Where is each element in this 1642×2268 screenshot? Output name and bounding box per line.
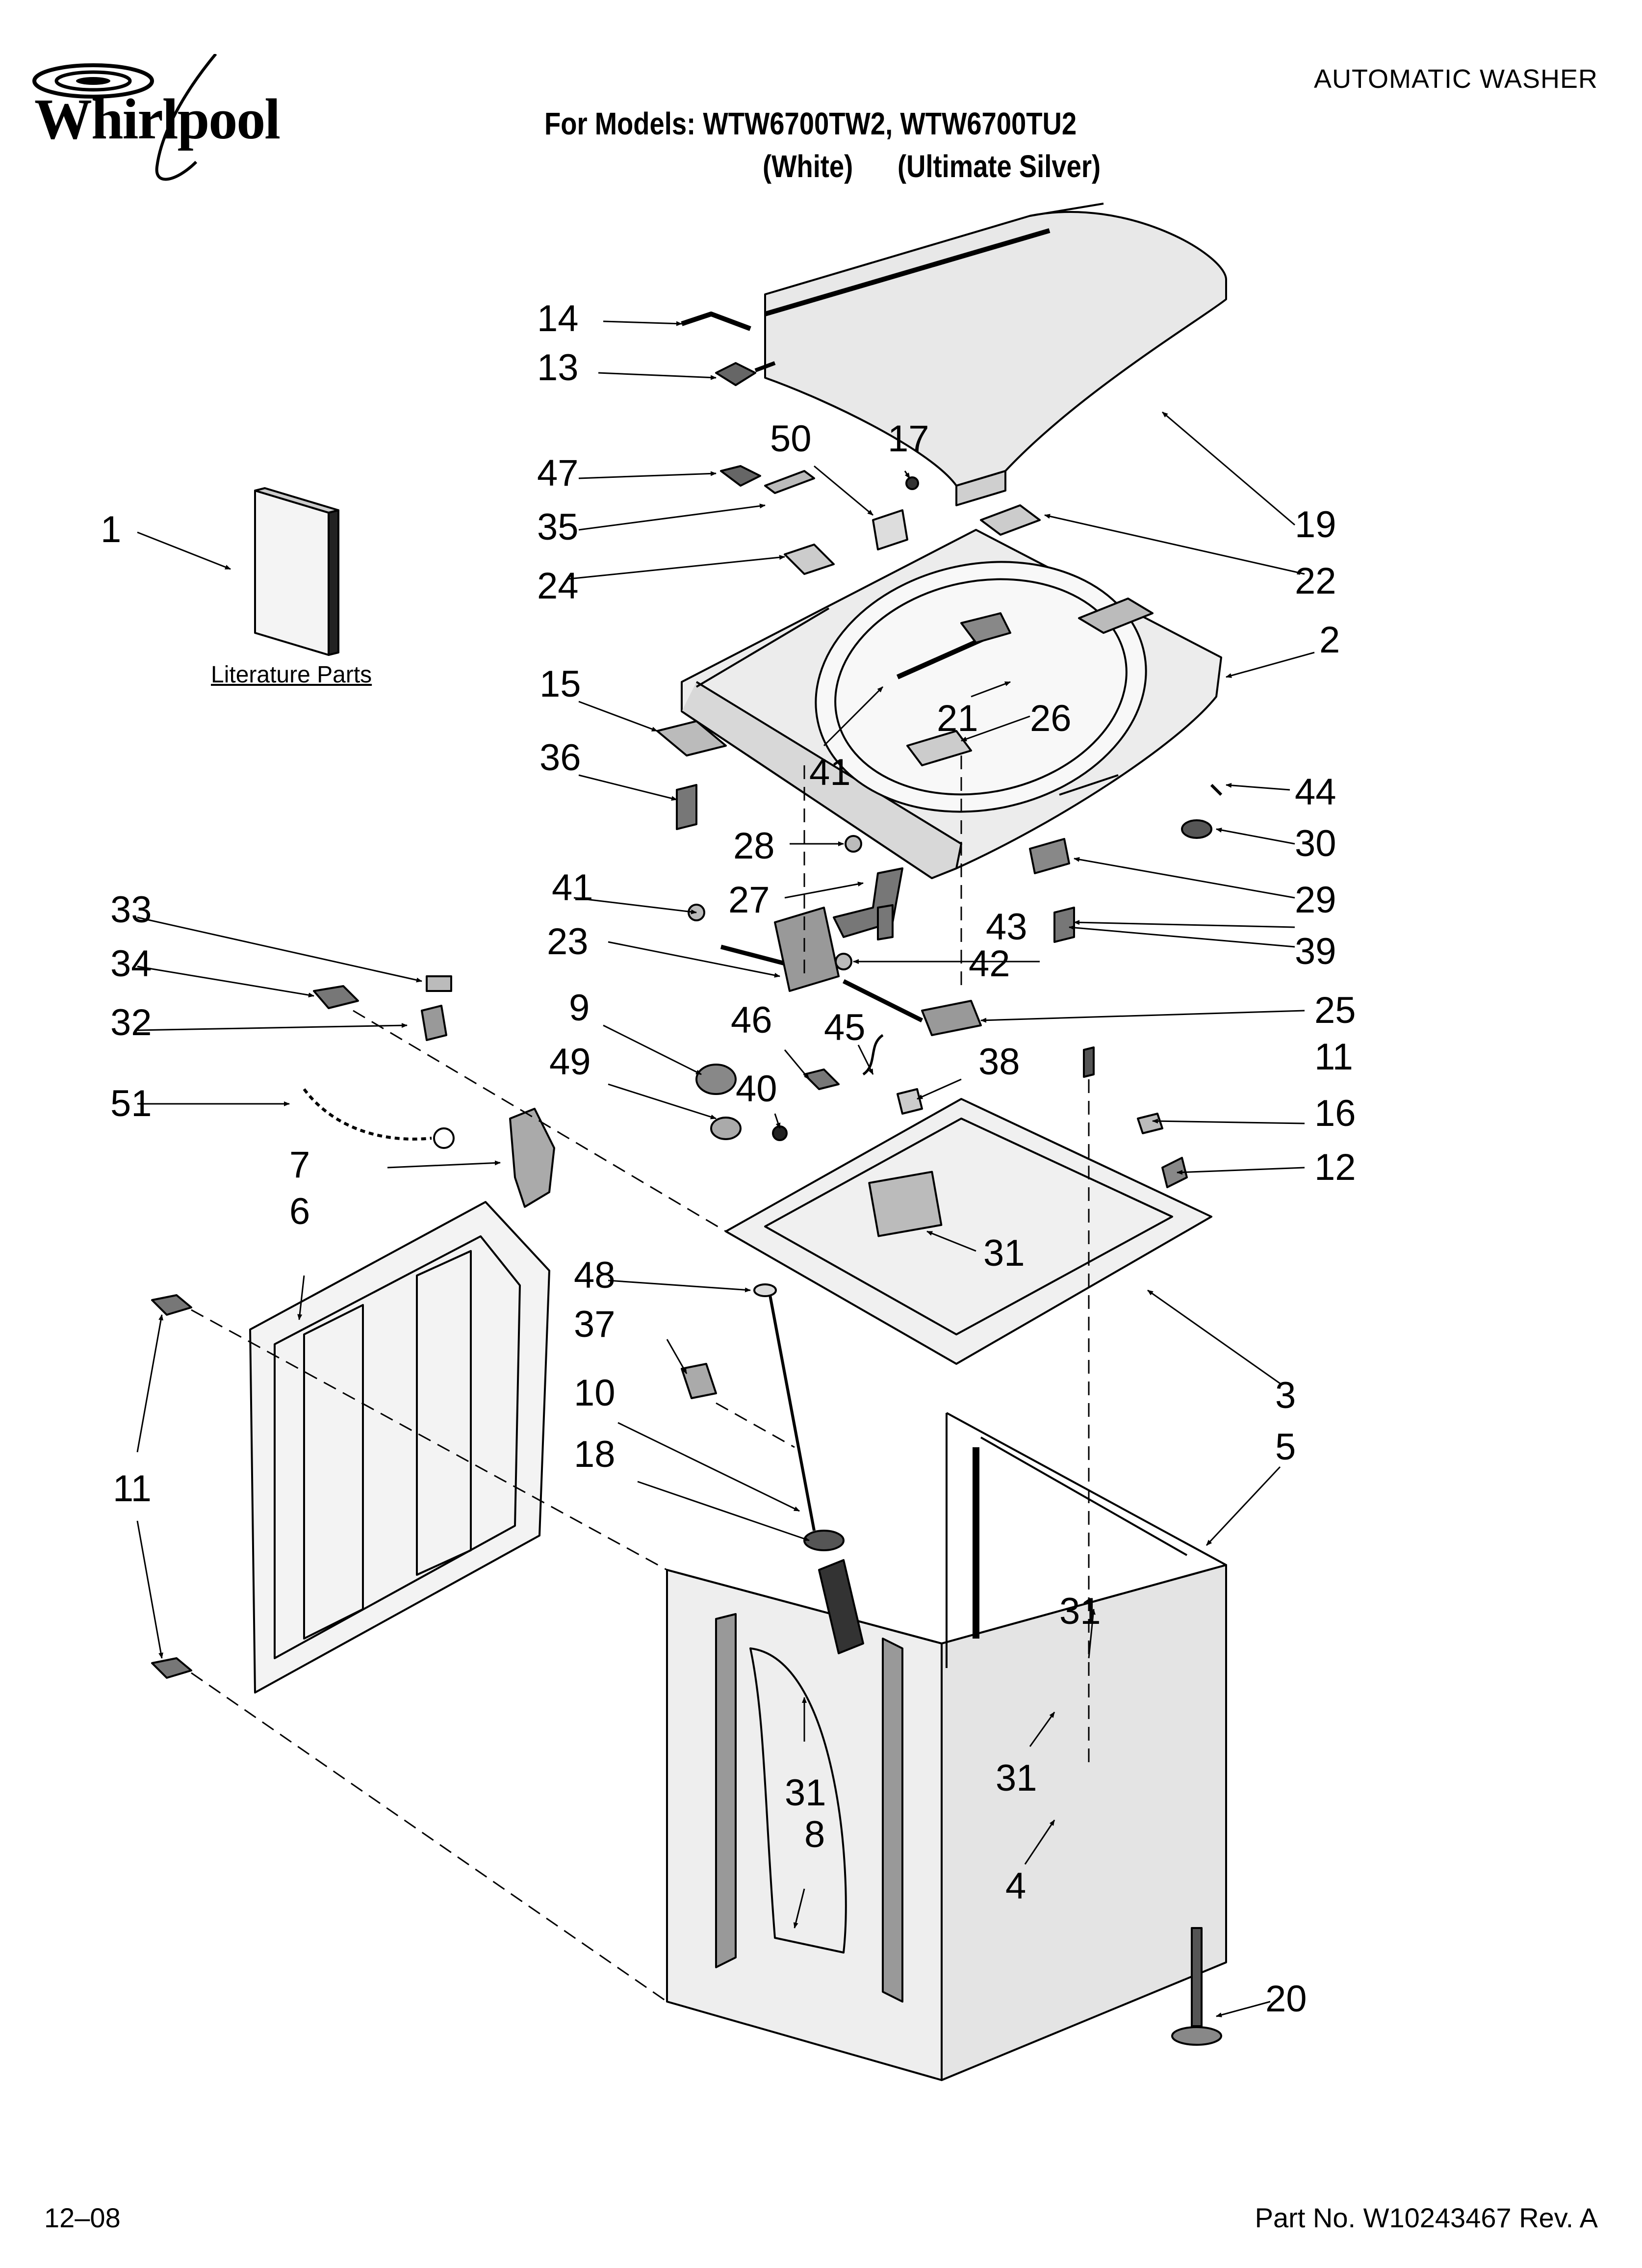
callout-17: 17 <box>888 418 929 460</box>
callout-32: 32 <box>110 1002 152 1043</box>
callout-6: 6 <box>289 1191 310 1232</box>
callout-35: 35 <box>537 506 579 548</box>
callout-25: 25 <box>1314 990 1356 1031</box>
literature-parts-label: Literature Parts <box>211 662 372 688</box>
models-line: For Models: WTW6700TW2, WTW6700TU2 <box>544 106 1077 141</box>
callout-12: 12 <box>1314 1147 1356 1188</box>
callout-37: 37 <box>574 1303 616 1345</box>
callout-34: 34 <box>110 943 152 985</box>
callout-11-right: 11 <box>1314 1036 1353 1078</box>
ring-25-part <box>921 1000 982 1036</box>
callout-44: 44 <box>1295 771 1336 813</box>
callout-31-side: 31 <box>996 1757 1037 1799</box>
lid-lock-23-part <box>774 907 840 992</box>
pad-50-part <box>872 509 908 550</box>
brand-wordmark: Whirlpool <box>34 87 281 151</box>
document-type: AUTOMATIC WASHER <box>1313 64 1598 94</box>
callout-7: 7 <box>289 1144 310 1186</box>
callout-2: 2 <box>1319 619 1340 661</box>
callout-29: 29 <box>1295 879 1336 921</box>
leg-20-part <box>1171 2026 1222 2046</box>
callout-1: 1 <box>101 509 121 550</box>
callout-19: 19 <box>1295 504 1336 546</box>
hinge-15-part <box>656 720 727 756</box>
ring-22-part <box>980 504 1041 536</box>
rod-21-part <box>896 635 987 679</box>
callout-33: 33 <box>110 889 152 931</box>
callout-9: 9 <box>569 987 590 1029</box>
callout-13: 13 <box>537 347 579 389</box>
callout-31-frame: 31 <box>983 1232 1025 1274</box>
top-frame-part <box>725 1088 1212 1365</box>
callout-3: 3 <box>1275 1375 1296 1416</box>
bracket-35-part <box>764 470 815 494</box>
logo-swirl-icon <box>32 53 217 181</box>
switch-29-part <box>1029 838 1070 874</box>
lid-part <box>764 203 1227 506</box>
callout-5: 5 <box>1275 1426 1296 1468</box>
callout-16: 16 <box>1314 1093 1356 1134</box>
callout-21: 21 <box>937 698 978 739</box>
callout-18: 18 <box>574 1434 616 1475</box>
screw-47-part <box>720 465 761 487</box>
callout-27: 27 <box>728 879 770 921</box>
callout-49: 49 <box>549 1041 591 1083</box>
callout-46: 46 <box>731 999 772 1041</box>
callout-31-front: 31 <box>785 1772 826 1814</box>
callout-36: 36 <box>539 737 581 779</box>
callout-11-left: 11 <box>113 1468 152 1510</box>
rear-panel-part <box>249 1108 555 1694</box>
callout-26: 26 <box>1030 698 1072 739</box>
callout-24: 24 <box>537 565 579 607</box>
callout-4: 4 <box>1005 1865 1026 1907</box>
hinge-rod-part <box>681 312 751 331</box>
bracket-7-part <box>509 1108 555 1208</box>
literature-book-icon <box>254 487 339 656</box>
callout-41-left: 41 <box>552 867 593 909</box>
callout-14: 14 <box>537 298 579 339</box>
screw-34-part <box>313 985 359 1009</box>
strap-51-part <box>303 1088 432 1141</box>
cap-9-part <box>695 1064 737 1095</box>
callout-51: 51 <box>110 1083 152 1124</box>
callout-48: 48 <box>574 1254 616 1296</box>
cabinet-part <box>666 1412 1227 2081</box>
callout-28: 28 <box>733 825 775 867</box>
callout-8: 8 <box>804 1814 825 1855</box>
callout-15: 15 <box>539 663 581 705</box>
callout-45: 45 <box>824 1007 866 1048</box>
ring-24-part <box>784 544 835 575</box>
callout-47: 47 <box>537 452 579 494</box>
callout-39: 39 <box>1295 931 1336 972</box>
clip-32-part <box>421 1005 447 1041</box>
screw-13-part <box>715 362 756 386</box>
cover-26-part <box>960 612 1011 644</box>
callout-41-center: 41 <box>809 752 851 793</box>
callout-10: 10 <box>574 1372 616 1414</box>
callout-31-cabinet: 31 <box>1059 1590 1101 1632</box>
top-panel-part <box>681 529 1222 879</box>
callout-43: 43 <box>986 906 1027 948</box>
variants-line: (White) (Ultimate Silver) <box>763 149 1101 184</box>
callout-38: 38 <box>978 1041 1020 1083</box>
callout-20: 20 <box>1265 1978 1307 2020</box>
callout-50: 50 <box>770 418 812 460</box>
drain-hose-part <box>769 1295 816 1531</box>
revision-date: 12–08 <box>44 2202 121 2233</box>
callout-30: 30 <box>1295 823 1336 864</box>
label-33-part <box>426 975 452 992</box>
callout-42: 42 <box>969 943 1010 985</box>
callout-23: 23 <box>547 921 589 963</box>
whirlpool-logo: Whirlpool <box>29 53 334 201</box>
screw-36-part <box>676 784 697 830</box>
callout-22: 22 <box>1295 560 1336 602</box>
cap-49-part <box>710 1117 742 1140</box>
nut-17-part <box>905 476 919 490</box>
part-number: Part No. W10243467 Rev. A <box>1255 2202 1598 2233</box>
callout-40: 40 <box>736 1068 777 1110</box>
